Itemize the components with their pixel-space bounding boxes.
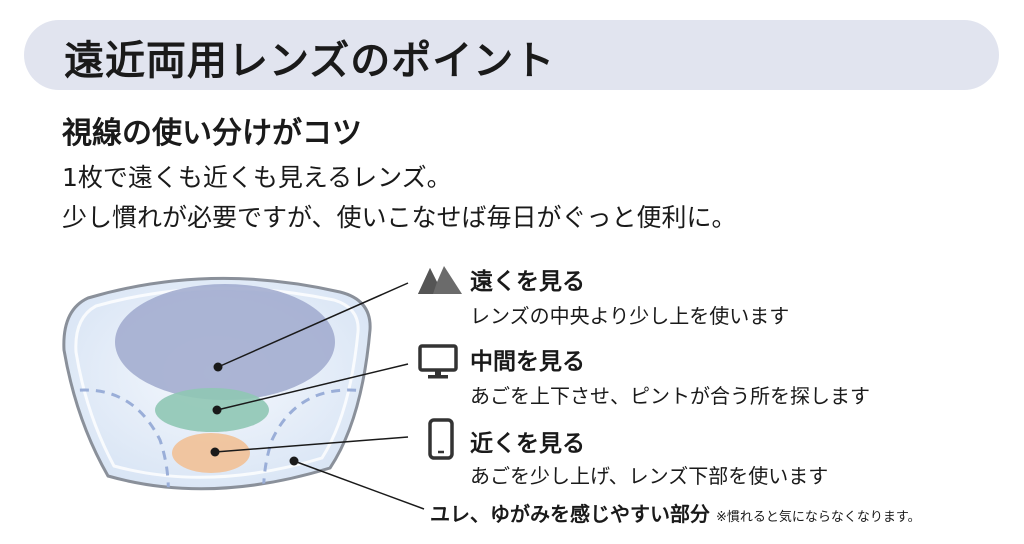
distortion-note: ※慣れると気にならなくなります。 [716,510,921,525]
leader-distortion [293,460,425,510]
zone-far-desc: レンズの中央より少し上を使います [470,304,790,328]
smartphone-icon [428,418,454,460]
leader-near [214,436,409,453]
intro-line-2: 少し慣れが必要ですが、使いこなせば毎日がぐっと便利に。 [62,203,737,232]
zone-middle-desc: あごを上下させ、ピントが合う所を探します [470,384,870,408]
monitor-icon [418,344,458,379]
distortion-label: ユレ、ゆがみを感じやすい部分 [430,502,710,526]
leader-middle [216,363,409,411]
page-title: 遠近両用レンズのポイント [64,38,556,84]
middle-zone [155,388,269,432]
zone-far-title: 遠くを見る [470,269,585,295]
intro-line-1: 1枚で遠くも近くも見えるレンズ。 [62,163,452,192]
distortion-boundary-right [262,388,371,489]
section-heading: 視線の使い分けがコツ [62,116,362,151]
leader-far [217,282,409,368]
distortion-caption: ユレ、ゆがみを感じやすい部分 ※慣れると気にならなくなります。 [430,498,921,527]
zone-near-title: 近くを見る [470,431,585,457]
zone-near-desc: あごを少し上げ、レンズ下部を使います [470,464,829,488]
far-zone [115,284,335,400]
intro-text: 1枚で遠くも近くも見えるレンズ。 少し慣れが必要ですが、使いこなせば毎日がぐっと… [62,158,737,238]
title-banner: 遠近両用レンズのポイント [24,20,999,90]
mountain-icon [418,266,462,294]
zone-middle-title: 中間を見る [470,349,585,375]
